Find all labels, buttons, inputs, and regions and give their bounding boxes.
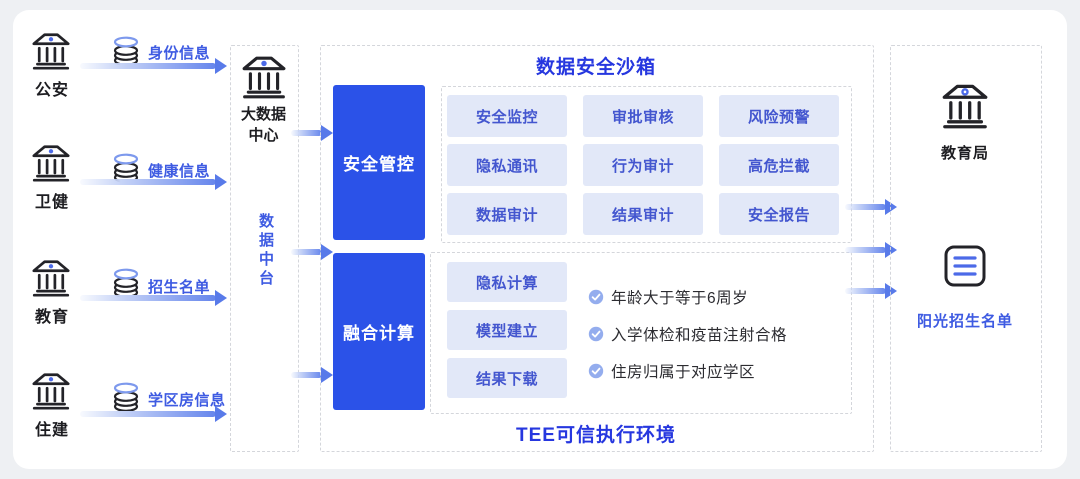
security-item: 结果审计 xyxy=(583,193,703,235)
database-cylinder-icon xyxy=(113,36,139,66)
bank-building-icon xyxy=(942,84,988,129)
sunshine-enrollment-list-label: 阳光招生名单 xyxy=(916,313,1013,330)
source-data-label: 招生名单 xyxy=(148,279,211,296)
flow-arrow-right xyxy=(291,372,322,378)
flow-arrow-right xyxy=(80,179,216,185)
rule-row: 年龄大于等于6周岁 xyxy=(588,286,748,308)
flow-arrow-right xyxy=(291,130,322,136)
big-data-center-label-line2: 中心 xyxy=(248,127,279,144)
security-item: 风险预警 xyxy=(719,95,839,137)
rule-text: 住房归属于对应学区 xyxy=(611,364,756,381)
sandbox-title: 数据安全沙箱 xyxy=(535,57,656,78)
bank-building-icon xyxy=(242,56,286,99)
security-item: 行为审计 xyxy=(583,144,703,186)
source-data-label: 健康信息 xyxy=(148,163,211,180)
rule-row: 入学体检和疫苗注射合格 xyxy=(588,323,787,345)
education-bureau-label: 教育局 xyxy=(940,145,989,162)
flow-arrow-right xyxy=(80,411,216,417)
compute-item: 结果下载 xyxy=(447,358,567,398)
security-item: 数据审计 xyxy=(447,193,567,235)
database-cylinder-icon xyxy=(113,268,139,298)
compute-item: 模型建立 xyxy=(447,310,567,350)
rule-row: 住房归属于对应学区 xyxy=(588,360,755,382)
compute-item: 隐私计算 xyxy=(447,262,567,302)
security-item: 高危拦截 xyxy=(719,144,839,186)
rule-text: 年龄大于等于6周岁 xyxy=(611,290,749,307)
source-org-label: 住建 xyxy=(34,422,69,439)
bank-building-icon xyxy=(32,33,70,70)
output-panel xyxy=(890,45,1042,452)
source-data-label: 学区房信息 xyxy=(148,392,226,409)
list-document-icon xyxy=(944,245,986,287)
bank-building-icon xyxy=(32,373,70,410)
source-data-label: 身份信息 xyxy=(148,45,211,62)
check-circle-icon xyxy=(588,289,604,305)
security-control-box: 安全管控 xyxy=(333,85,425,240)
bank-building-icon xyxy=(32,145,70,182)
compute-items-panel xyxy=(430,252,852,414)
security-item: 安全报告 xyxy=(719,193,839,235)
big-data-center-label-line1: 大数据 xyxy=(240,106,286,123)
flow-arrow-right xyxy=(80,295,216,301)
source-org-label: 公安 xyxy=(34,82,69,99)
data-platform-label: 数据中台 xyxy=(257,213,274,289)
tee-footer-title: TEE可信执行环境 xyxy=(516,425,676,446)
database-cylinder-icon xyxy=(113,382,139,412)
security-item: 隐私通讯 xyxy=(447,144,567,186)
source-org-label: 教育 xyxy=(34,309,69,326)
flow-arrow-right xyxy=(291,249,322,255)
fusion-compute-box: 融合计算 xyxy=(333,253,425,410)
source-org-label: 卫健 xyxy=(34,194,69,211)
check-circle-icon xyxy=(588,326,604,342)
flow-arrow-right xyxy=(80,63,216,69)
security-item: 安全监控 xyxy=(447,95,567,137)
security-items-panel xyxy=(441,86,852,243)
check-circle-icon xyxy=(588,363,604,379)
rule-text: 入学体检和疫苗注射合格 xyxy=(611,327,788,344)
flow-arrow-right xyxy=(845,247,886,253)
flow-arrow-right xyxy=(845,288,886,294)
flow-arrow-right xyxy=(845,204,886,210)
bank-building-icon xyxy=(32,260,70,297)
security-item: 审批审核 xyxy=(583,95,703,137)
